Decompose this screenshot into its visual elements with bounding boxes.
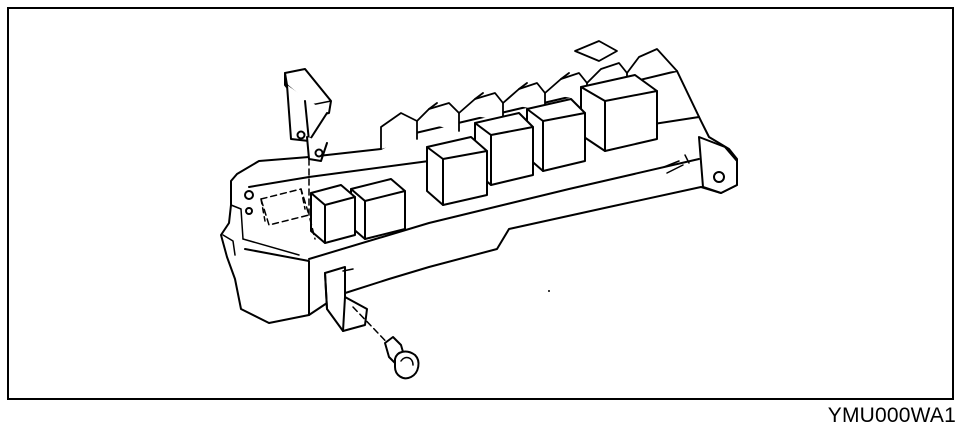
back-row-fuses xyxy=(380,40,678,150)
relay-row xyxy=(310,74,658,244)
relay-4 xyxy=(426,136,488,206)
fuse-puller-assembly xyxy=(324,266,420,380)
figure-code: YMU000WA1 xyxy=(827,404,956,427)
relay-1 xyxy=(580,74,658,152)
diagram-frame xyxy=(7,7,954,400)
stray-dot xyxy=(548,290,550,292)
fuse-box-illustration xyxy=(220,40,738,380)
removable-fuse xyxy=(260,68,332,240)
relay-2 xyxy=(526,98,586,172)
relay-5 xyxy=(350,178,406,240)
relay-6 xyxy=(310,184,356,244)
